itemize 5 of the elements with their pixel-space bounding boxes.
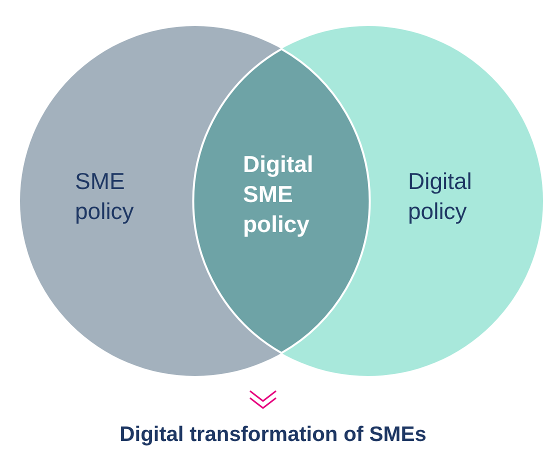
caption-text: Digital transformation of SMEs: [118, 422, 428, 448]
overlap-label: Digital SME policy: [243, 150, 314, 239]
circle-label: Digital policy: [408, 167, 473, 226]
chevron-arrow: [249, 390, 277, 409]
circle-label: SME policy: [75, 167, 135, 226]
